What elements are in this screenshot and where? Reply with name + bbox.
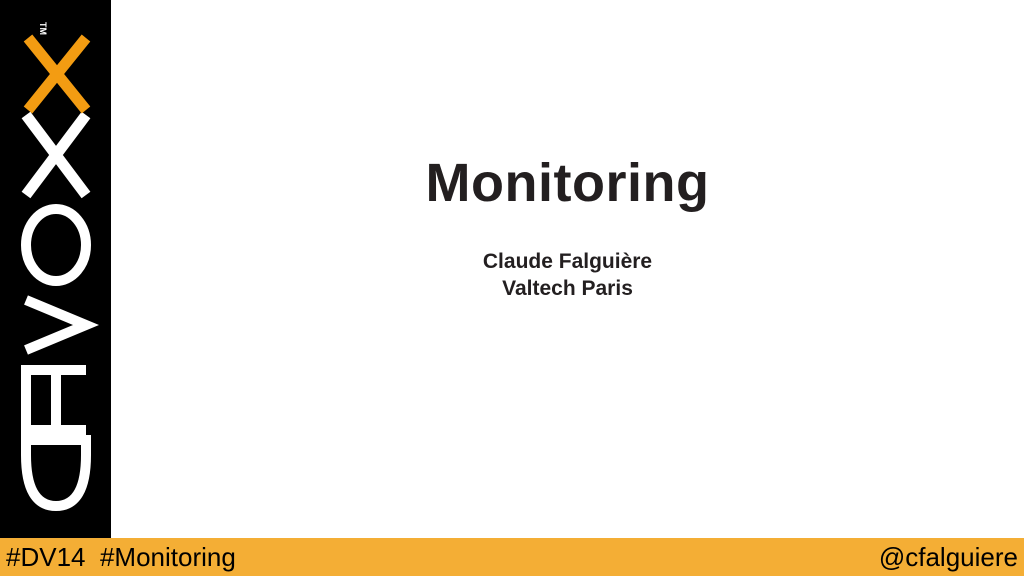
footer-hashtags: #DV14 #Monitoring bbox=[6, 542, 236, 572]
author-name: Claude Falguière bbox=[482, 250, 653, 273]
slide-title: Monitoring bbox=[425, 153, 710, 213]
devoxx-logo-icon: TM bbox=[21, 22, 99, 512]
slide-content: Monitoring Claude Falguière Valtech Pari… bbox=[111, 0, 1024, 538]
logo-letter-e bbox=[21, 365, 86, 435]
footer-bar: #DV14 #Monitoring @cfalguiere bbox=[0, 538, 1024, 576]
logo-letter-x-orange bbox=[23, 34, 91, 114]
trademark-mark: TM bbox=[38, 22, 48, 35]
logo-letter-d bbox=[21, 435, 91, 512]
logo-letter-o bbox=[21, 204, 91, 286]
footer-handle: @cfalguiere bbox=[878, 542, 1018, 572]
author-block: Claude Falguière Valtech Paris bbox=[111, 248, 1024, 302]
brand-sidebar: TM bbox=[0, 0, 111, 538]
logo-letter-x-white bbox=[21, 111, 91, 199]
author-organization: Valtech Paris bbox=[502, 277, 633, 300]
logo-letter-v bbox=[24, 295, 99, 355]
